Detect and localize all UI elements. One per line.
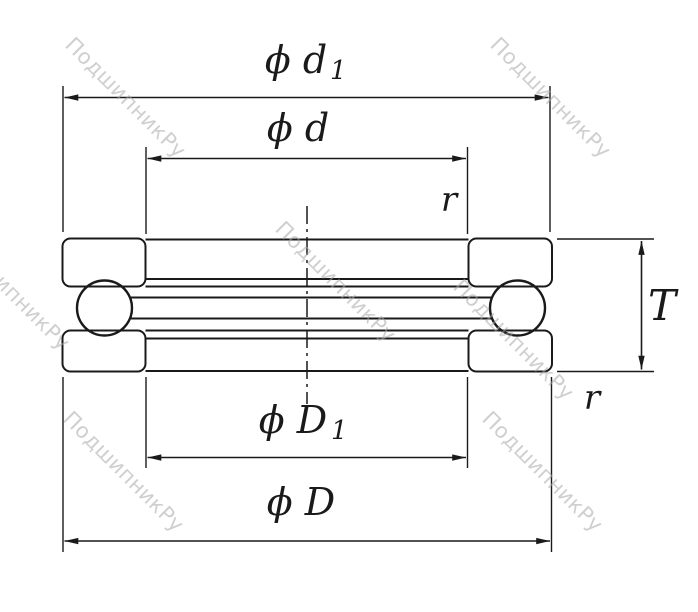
dimension-T: T [638, 241, 679, 370]
dimension-d1: ϕ d 1 [64, 38, 549, 101]
dim-label-r-top: r [441, 180, 459, 220]
dim-label-d: ϕ d [267, 106, 329, 150]
watermark-text: ПодшипникРу [477, 407, 607, 537]
extension-lines [62, 86, 654, 552]
watermark-text: ПодшипникРу [270, 217, 400, 347]
dim-label-r-bottom: r [584, 378, 602, 418]
dim-label-D: ϕ D [267, 480, 335, 524]
dimension-D1: ϕ D 1 [147, 398, 466, 461]
dim-label-D1-sub: 1 [331, 416, 348, 446]
dim-label-d1: ϕ d [265, 38, 327, 82]
dim-label-T: T [648, 281, 679, 330]
bearing-cross-section [61, 237, 553, 373]
housing-washer-section-left [61, 329, 147, 373]
ball-left [75, 279, 134, 337]
dimension-D: ϕ D [64, 480, 550, 545]
dimension-d: ϕ d [147, 106, 466, 162]
shaft-washer-section-right [467, 237, 553, 288]
dim-label-D1: ϕ D [259, 398, 327, 442]
ball-right [488, 279, 547, 337]
shaft-washer-section-left [61, 237, 147, 288]
housing-washer-section-right [467, 329, 553, 373]
dim-label-d1-sub: 1 [330, 56, 347, 86]
watermark-text: ПодшипникРу [58, 407, 188, 537]
